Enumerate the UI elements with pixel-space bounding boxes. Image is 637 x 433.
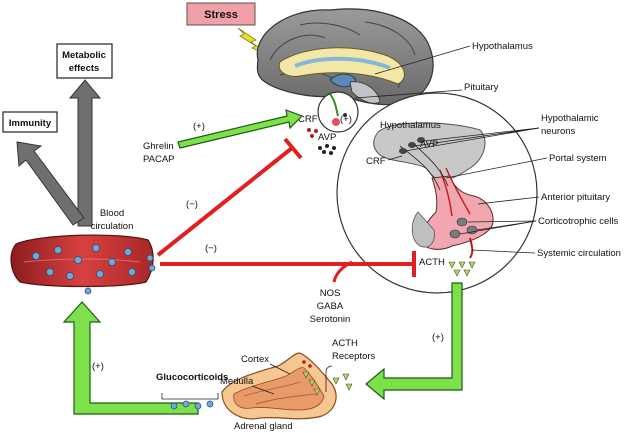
- brain: [256, 8, 434, 106]
- cortex-leader: [269, 363, 291, 375]
- brain-plus-label: (+): [340, 114, 352, 125]
- glucocorticoids-label: Glucocorticoids: [156, 372, 228, 383]
- ghrelin-pacap-arrow: [177, 109, 304, 149]
- systemic-circulation-label: Systemic circulation: [537, 248, 621, 259]
- cortex-label: Cortex: [241, 354, 269, 365]
- acth-to-adrenal-arrow: [365, 282, 463, 401]
- plus-right-label: (+): [432, 332, 444, 343]
- pituitary-label: Pituitary: [464, 82, 499, 93]
- lightning-icon: [237, 27, 271, 56]
- anterior-pituitary-leader: [477, 196, 540, 205]
- nos-label: NOS: [320, 288, 341, 299]
- pituitary-detail: [317, 91, 359, 133]
- immunity-box: [2, 111, 58, 133]
- glucocorticoids-bracket: [161, 393, 219, 400]
- acth-label: ACTH: [419, 257, 445, 268]
- ghrelin-plus-label: (+): [193, 121, 205, 132]
- pacap-label: PACAP: [143, 154, 175, 165]
- stress-box: [186, 2, 256, 26]
- avp-dot: [322, 150, 326, 154]
- medulla-leader: [251, 385, 275, 395]
- crf-top-label: CRF: [298, 114, 318, 125]
- avp-dot: [329, 151, 333, 155]
- inset-avp-label: AVP: [420, 139, 438, 150]
- crf-dot: [307, 128, 311, 132]
- corticotrophic-cells-label: Corticotrophic cells: [538, 216, 618, 227]
- hypothalamic-neurons-label-2: neurons: [541, 126, 576, 137]
- pituitary-leader: [354, 89, 463, 99]
- inhibition-to-hypothalamus: [156, 137, 303, 257]
- blood-vessel: [10, 234, 156, 295]
- minus-upper-label: (−): [186, 199, 198, 210]
- hypothalamus-leader: [374, 45, 471, 75]
- inset-hypothalamus-label: Hypothalamus: [380, 120, 441, 131]
- medulla-label: Medulla: [220, 376, 254, 387]
- metabolic-effects-arrow: [68, 79, 102, 227]
- metabolic-effects-label-2: effects: [69, 63, 100, 74]
- inhibition-to-pituitary: [160, 251, 416, 277]
- acth-receptors-label-2: Receptors: [332, 351, 376, 362]
- gaba-label: GABA: [317, 301, 344, 312]
- acth-free-molecules: [332, 373, 353, 391]
- inset-crf-label: CRF: [366, 156, 386, 167]
- adrenal-gland-label: Adrenal gland: [234, 421, 293, 432]
- acth-receptors-label-1: ACTH: [332, 338, 358, 349]
- glucocorticoids-arrow: [62, 301, 199, 415]
- glucocorticoid-molecules: [170, 400, 214, 410]
- metabolic-effects-box: [56, 43, 113, 79]
- hypothalamic-neurons-leader: [404, 127, 540, 152]
- hypothalamic-neurons-label-1: Hypothalamic: [541, 113, 599, 124]
- avp-dot: [318, 146, 322, 150]
- adrenal-gland: [221, 352, 337, 420]
- plus-left-label: (+): [92, 361, 104, 372]
- hypothalamus-label: Hypothalamus: [472, 41, 533, 52]
- crf-dot: [314, 129, 318, 133]
- portal-system-leader: [445, 157, 548, 179]
- metabolic-effects-label-1: Metabolic: [62, 50, 106, 61]
- nos-gaba-serotonin-line: [332, 260, 353, 283]
- avp-dot: [332, 146, 336, 150]
- serotonin-label: Serotonin: [310, 314, 351, 325]
- immunity-arrow: [16, 141, 85, 226]
- minus-lower-label: (−): [205, 243, 217, 254]
- inset-crf-leader: [387, 155, 403, 161]
- portal-system-label: Portal system: [549, 153, 607, 164]
- corticotrophic-cells-leader: [459, 220, 537, 235]
- anterior-pituitary-label: Anterior pituitary: [541, 192, 610, 203]
- acth-molecules: [448, 261, 476, 277]
- blood-circulation-label-2: circulation: [91, 221, 134, 232]
- avp-top-label: AVP: [318, 132, 336, 143]
- crf-dot: [310, 134, 314, 138]
- systemic-circulation-leader: [471, 249, 536, 254]
- acth-receptors-bracket: [325, 365, 333, 392]
- immunity-label: Immunity: [9, 118, 52, 129]
- inset-circle: [336, 92, 538, 294]
- ghrelin-label: Ghrelin: [143, 141, 174, 152]
- blood-circulation-label-1: Blood: [100, 208, 124, 219]
- hypothalamic-neurons-leader: [413, 127, 540, 147]
- stress-label: Stress: [204, 9, 238, 21]
- avp-dot: [325, 144, 329, 148]
- hypothalamic-neurons-leader: [423, 127, 540, 142]
- corticotrophic-cells-leader: [467, 220, 537, 223]
